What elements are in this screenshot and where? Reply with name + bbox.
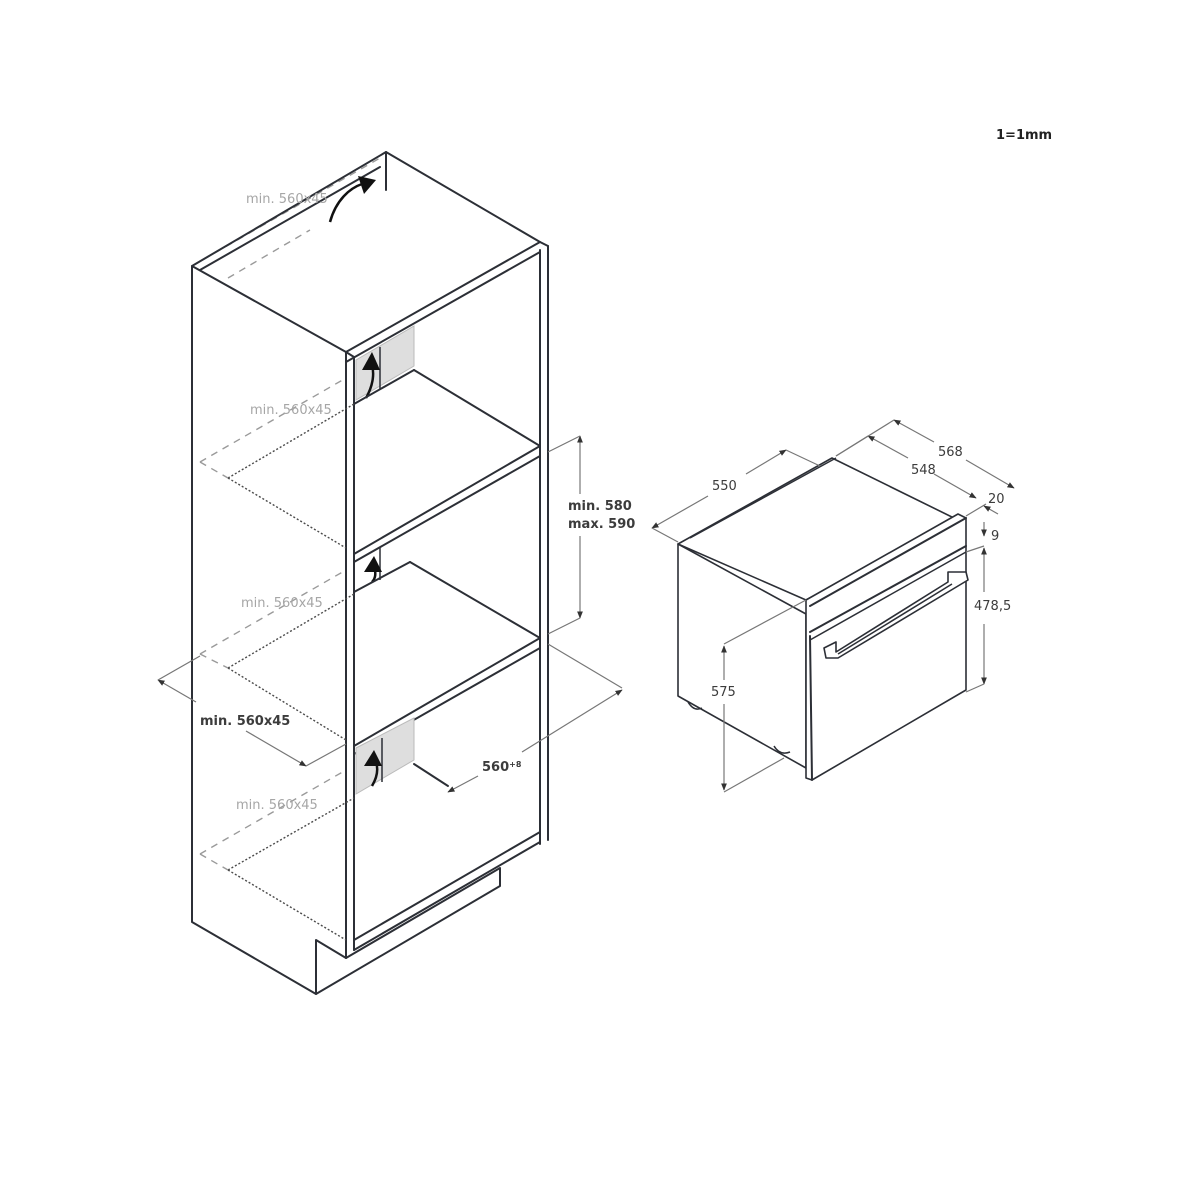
oven-front-panel — [805, 513, 967, 781]
vent-label-middle: min. 560x45 — [241, 596, 323, 611]
vent-label-upper: min. 560x45 — [250, 403, 332, 418]
vent-panel-lower — [355, 717, 415, 795]
vent-panel-upper — [355, 325, 415, 401]
oven-height-label: 575 — [711, 685, 736, 700]
arrow-up-icon — [364, 750, 382, 766]
shelf-1 — [199, 369, 541, 563]
cabinet-left-side — [191, 265, 347, 995]
oven-depth-label: 550 — [712, 479, 737, 494]
niche-height-min: min. 580 — [568, 499, 632, 514]
shelf-base — [199, 769, 541, 995]
top-vent-outline — [191, 157, 381, 279]
oven-dimensions — [651, 419, 1015, 793]
base-opening-label: min. 560x45 — [200, 714, 290, 729]
oven — [677, 457, 969, 781]
arrow-curve-icon — [358, 176, 376, 194]
oven-foot — [687, 701, 703, 710]
cabinet-dimensions — [157, 435, 623, 793]
oven-foot — [773, 745, 791, 754]
arrow-up-icon — [364, 556, 382, 572]
oven-door-height-label: 478,5 — [974, 599, 1011, 614]
oven-outer-width-label: 568 — [938, 445, 963, 460]
scale-note: 1=1mm — [996, 128, 1053, 143]
oven-labels: 550 568 548 20 9 478,5 575 — [711, 445, 1011, 700]
vent-label-lower: min. 560x45 — [236, 798, 318, 813]
cabinet-labels: min. 560x45 min. 560x45 min. 560x45 min.… — [200, 192, 635, 813]
vent-label-top: min. 560x45 — [246, 192, 328, 207]
niche-height-max: max. 590 — [568, 517, 635, 532]
tall-cabinet — [191, 151, 549, 995]
oven-front-thickness-label: 20 — [988, 492, 1005, 507]
niche-width-label: 560+8 — [482, 760, 522, 775]
arrow-up-icon — [362, 352, 380, 370]
oven-handle[interactable] — [823, 571, 969, 659]
oven-inner-width-label: 548 — [911, 463, 936, 478]
oven-top-gap-label: 9 — [991, 529, 999, 544]
